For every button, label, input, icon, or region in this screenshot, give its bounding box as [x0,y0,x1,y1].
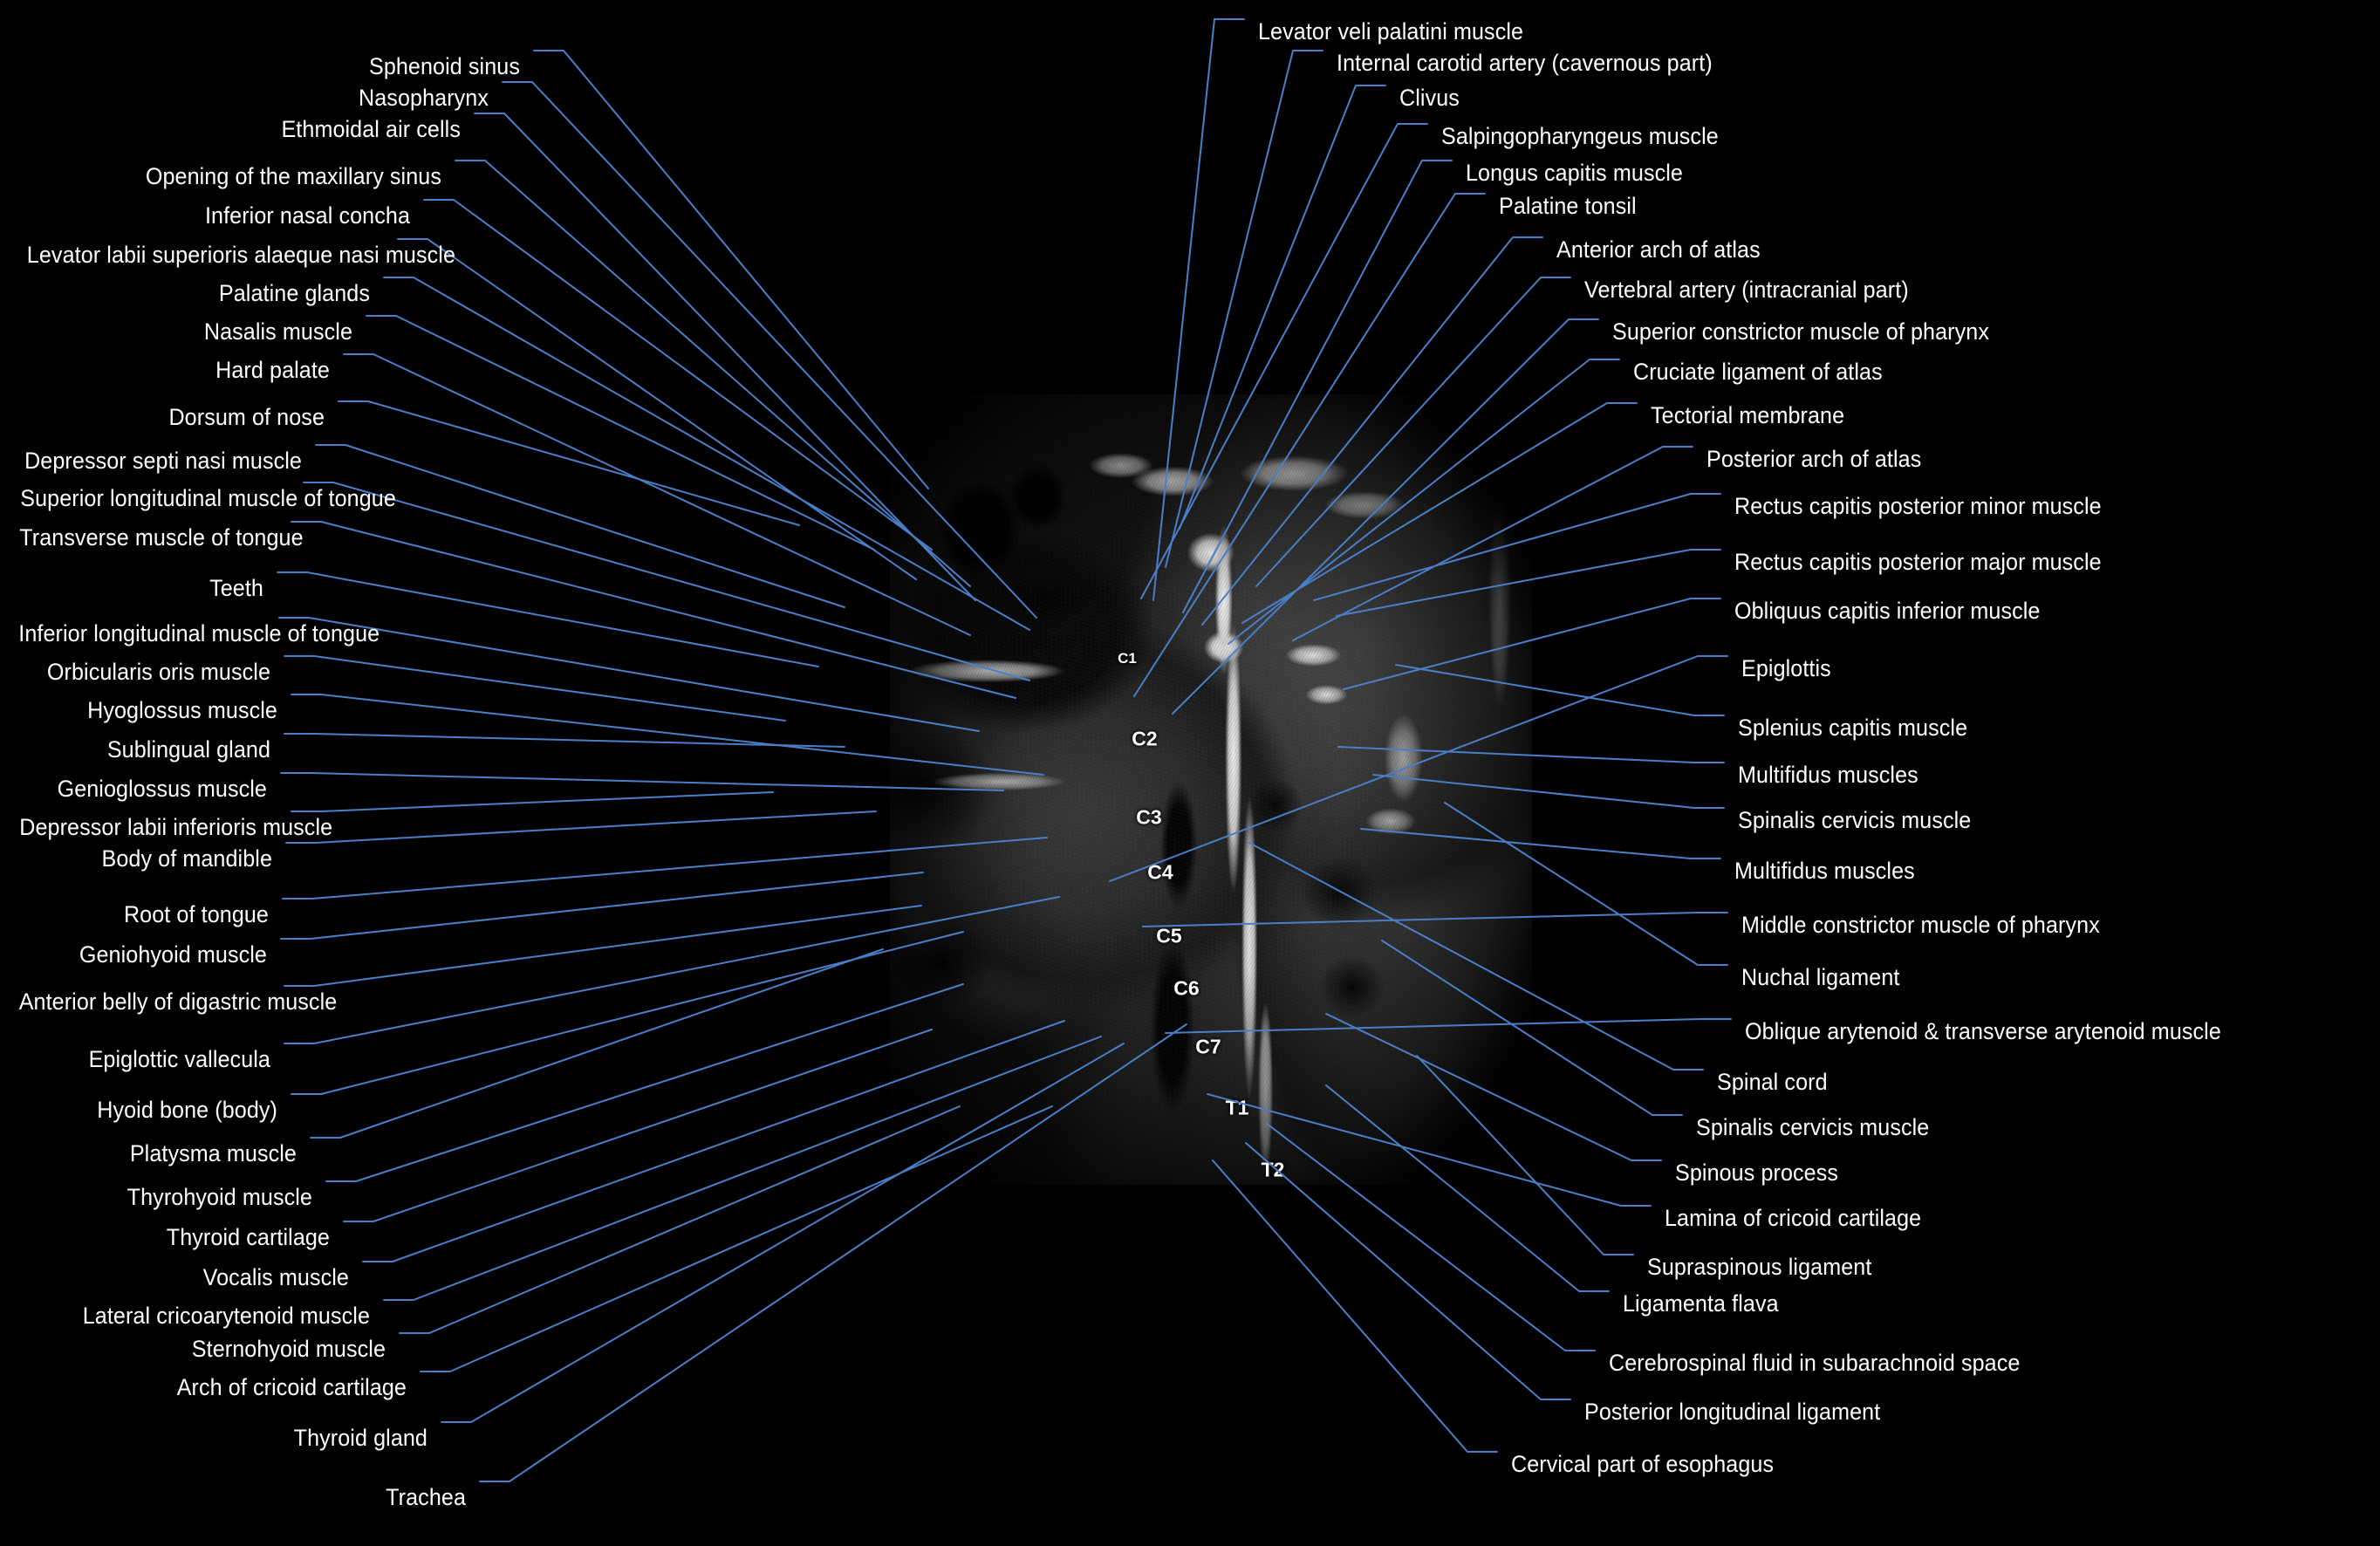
anatomy-label-tectorial-membrane: Tectorial membrane [1651,402,1845,428]
anatomy-label-spinous-process: Spinous process [1675,1160,1839,1186]
anatomy-label-nasopharynx: Nasopharynx [359,85,489,111]
anatomy-label-sphenoid-sinus: Sphenoid sinus [368,53,520,79]
anatomy-label-levator-veli-palatini-muscle: Levator veli palatini muscle [1258,18,1524,44]
anatomy-label-internal-carotid-artery-cavernous-part: Internal carotid artery (cavernous part) [1337,50,1713,76]
sagittal-mri-image [890,394,1532,1185]
anatomy-label-anterior-arch-of-atlas: Anterior arch of atlas [1556,236,1761,263]
anatomy-label-teeth: Teeth [209,575,263,601]
anatomy-label-salpingopharyngeus-muscle: Salpingopharyngeus muscle [1441,123,1719,149]
anatomy-label-sublingual-gland: Sublingual gland [106,736,270,763]
leader-line-depressor-labii-inferioris-muscle [291,791,774,812]
anatomy-label-thyroid-cartilage: Thyroid cartilage [166,1224,330,1250]
anatomy-label-palatine-tonsil: Palatine tonsil [1499,193,1637,219]
leader-line-thyroid-cartilage [343,1029,933,1222]
anatomy-label-clivus: Clivus [1399,85,1460,111]
anatomy-label-body-of-mandible: Body of mandible [101,845,272,872]
anatomy-label-inferior-nasal-concha: Inferior nasal concha [204,202,410,229]
anatomy-label-spinalis-cervicis-muscle: Spinalis cervicis muscle [1696,1114,1930,1140]
anatomy-label-oblique-arytenoid-transverse-arytenoid-muscle: Oblique arytenoid & transverse arytenoid… [1745,1018,2221,1044]
anatomy-label-spinal-cord: Spinal cord [1717,1069,1828,1095]
anatomy-label-spinalis-cervicis-muscle: Spinalis cervicis muscle [1738,807,1972,833]
leader-line-dorsum-of-nose [338,400,800,526]
anatomy-label-depressor-labii-inferioris-muscle: Depressor labii inferioris muscle [19,814,333,840]
anatomy-label-supraspinous-ligament: Supraspinous ligament [1647,1254,1872,1280]
anatomy-label-lamina-of-cricoid-cartilage: Lamina of cricoid cartilage [1665,1205,1922,1231]
anatomy-label-obliquus-capitis-inferior-muscle: Obliquus capitis inferior muscle [1734,598,2041,624]
anatomy-label-rectus-capitis-posterior-major-muscle: Rectus capitis posterior major muscle [1734,549,2102,575]
leader-line-thyrohyoid-muscle [325,983,964,1182]
anatomy-label-anterior-belly-of-digastric-muscle: Anterior belly of digastric muscle [18,988,338,1015]
anatomy-label-rectus-capitis-posterior-minor-muscle: Rectus capitis posterior minor muscle [1734,493,2102,519]
anatomy-label-lateral-cricoarytenoid-muscle: Lateral cricoarytenoid muscle [82,1303,371,1329]
anatomy-label-ethmoidal-air-cells: Ethmoidal air cells [281,116,461,142]
anatomy-label-epiglottis: Epiglottis [1741,655,1831,681]
anatomy-label-epiglottic-vallecula: Epiglottic vallecula [88,1046,270,1072]
anatomy-label-hard-palate: Hard palate [215,357,330,383]
leader-line-hard-palate [343,353,971,636]
anatomy-label-trachea: Trachea [386,1484,466,1510]
leader-line-nasalis-muscle [366,315,875,551]
anatomy-label-hyoglossus-muscle: Hyoglossus muscle [87,697,278,723]
anatomy-label-palatine-glands: Palatine glands [218,280,370,306]
leader-line-depressor-septi-nasi-muscle [315,444,845,608]
leader-line-geniohyoid-muscle [280,872,924,940]
anatomy-label-sternohyoid-muscle: Sternohyoid muscle [191,1336,386,1362]
anatomy-label-root-of-tongue: Root of tongue [123,901,269,927]
anatomy-label-thyroid-gland: Thyroid gland [293,1425,427,1451]
leader-line-inferior-nasal-concha [423,199,933,551]
leader-line-sublingual-gland [284,733,845,748]
leader-line-sternohyoid-muscle [399,1105,961,1334]
anatomy-label-nasalis-muscle: Nasalis muscle [203,318,352,345]
anatomy-label-superior-longitudinal-muscle-of-tongue: Superior longitudinal muscle of tongue [20,485,396,511]
anatomy-label-hyoid-bone-body: Hyoid bone (body) [97,1097,277,1123]
leader-line-cervical-part-of-esophagus [1212,1160,1498,1453]
anatomy-label-middle-constrictor-muscle-of-pharynx: Middle constrictor muscle of pharynx [1741,912,2100,938]
anatomy-label-multifidus-muscles: Multifidus muscles [1734,858,1915,884]
anatomy-label-cervical-part-of-esophagus: Cervical part of esophagus [1511,1451,1775,1477]
anatomy-label-levator-labii-superioris-alaeque-nasi-muscle: Levator labii superioris alaeque nasi mu… [26,242,456,268]
mri-vignette [890,394,1532,1185]
leader-line-sphenoid-sinus [533,50,929,489]
leader-line-teeth [277,571,819,667]
anatomy-label-nuchal-ligament: Nuchal ligament [1741,964,1900,990]
leader-line-inferior-longitudinal-muscle-of-tongue [278,617,980,732]
anatomy-label-thyrohyoid-muscle: Thyrohyoid muscle [127,1184,312,1210]
anatomy-label-genioglossus-muscle: Genioglossus muscle [57,776,267,802]
anatomy-label-dorsum-of-nose: Dorsum of nose [168,404,325,430]
leader-line-hyoid-bone-body [291,931,964,1095]
anatomy-label-platysma-muscle: Platysma muscle [129,1140,297,1166]
leader-line-platysma-muscle [310,948,884,1139]
anatomy-label-ligamenta-flava: Ligamenta flava [1623,1290,1779,1317]
anatomy-label-longus-capitis-muscle: Longus capitis muscle [1466,160,1684,186]
anatomy-label-arch-of-cricoid-cartilage: Arch of cricoid cartilage [176,1374,407,1400]
leader-line-levator-labii-superioris-alaeque-nasi-muscle [397,238,917,580]
anatomy-label-depressor-septi-nasi-muscle: Depressor septi nasi muscle [24,448,302,474]
anatomy-label-superior-constrictor-muscle-of-pharynx: Superior constrictor muscle of pharynx [1612,318,1989,345]
anatomy-label-cruciate-ligament-of-atlas: Cruciate ligament of atlas [1633,359,1883,385]
anatomy-label-vocalis-muscle: Vocalis muscle [202,1264,349,1290]
anatomy-label-transverse-muscle-of-tongue: Transverse muscle of tongue [19,524,304,551]
anatomy-label-posterior-arch-of-atlas: Posterior arch of atlas [1706,446,1922,472]
anatomy-label-opening-of-the-maxillary-sinus: Opening of the maxillary sinus [145,163,441,189]
leader-line-anterior-belly-of-digastric-muscle [284,905,922,987]
leader-line-orbicularis-oris-muscle [284,655,786,722]
anatomy-label-multifidus-muscles: Multifidus muscles [1738,762,1918,788]
anatomy-label-inferior-longitudinal-muscle-of-tongue: Inferior longitudinal muscle of tongue [18,620,380,646]
anatomy-label-vertebral-artery-intracranial-part: Vertebral artery (intracranial part) [1584,277,1909,303]
anatomy-label-splenius-capitis-muscle: Splenius capitis muscle [1738,715,1968,741]
anatomy-label-orbicularis-oris-muscle: Orbicularis oris muscle [46,659,270,685]
anatomy-label-geniohyoid-muscle: Geniohyoid muscle [79,941,267,968]
anatomy-label-cerebrospinal-fluid-in-subarachnoid-space: Cerebrospinal fluid in subarachnoid spac… [1609,1350,2021,1376]
leader-line-body-of-mandible [285,811,877,844]
anatomy-label-posterior-longitudinal-ligament: Posterior longitudinal ligament [1584,1399,1881,1425]
